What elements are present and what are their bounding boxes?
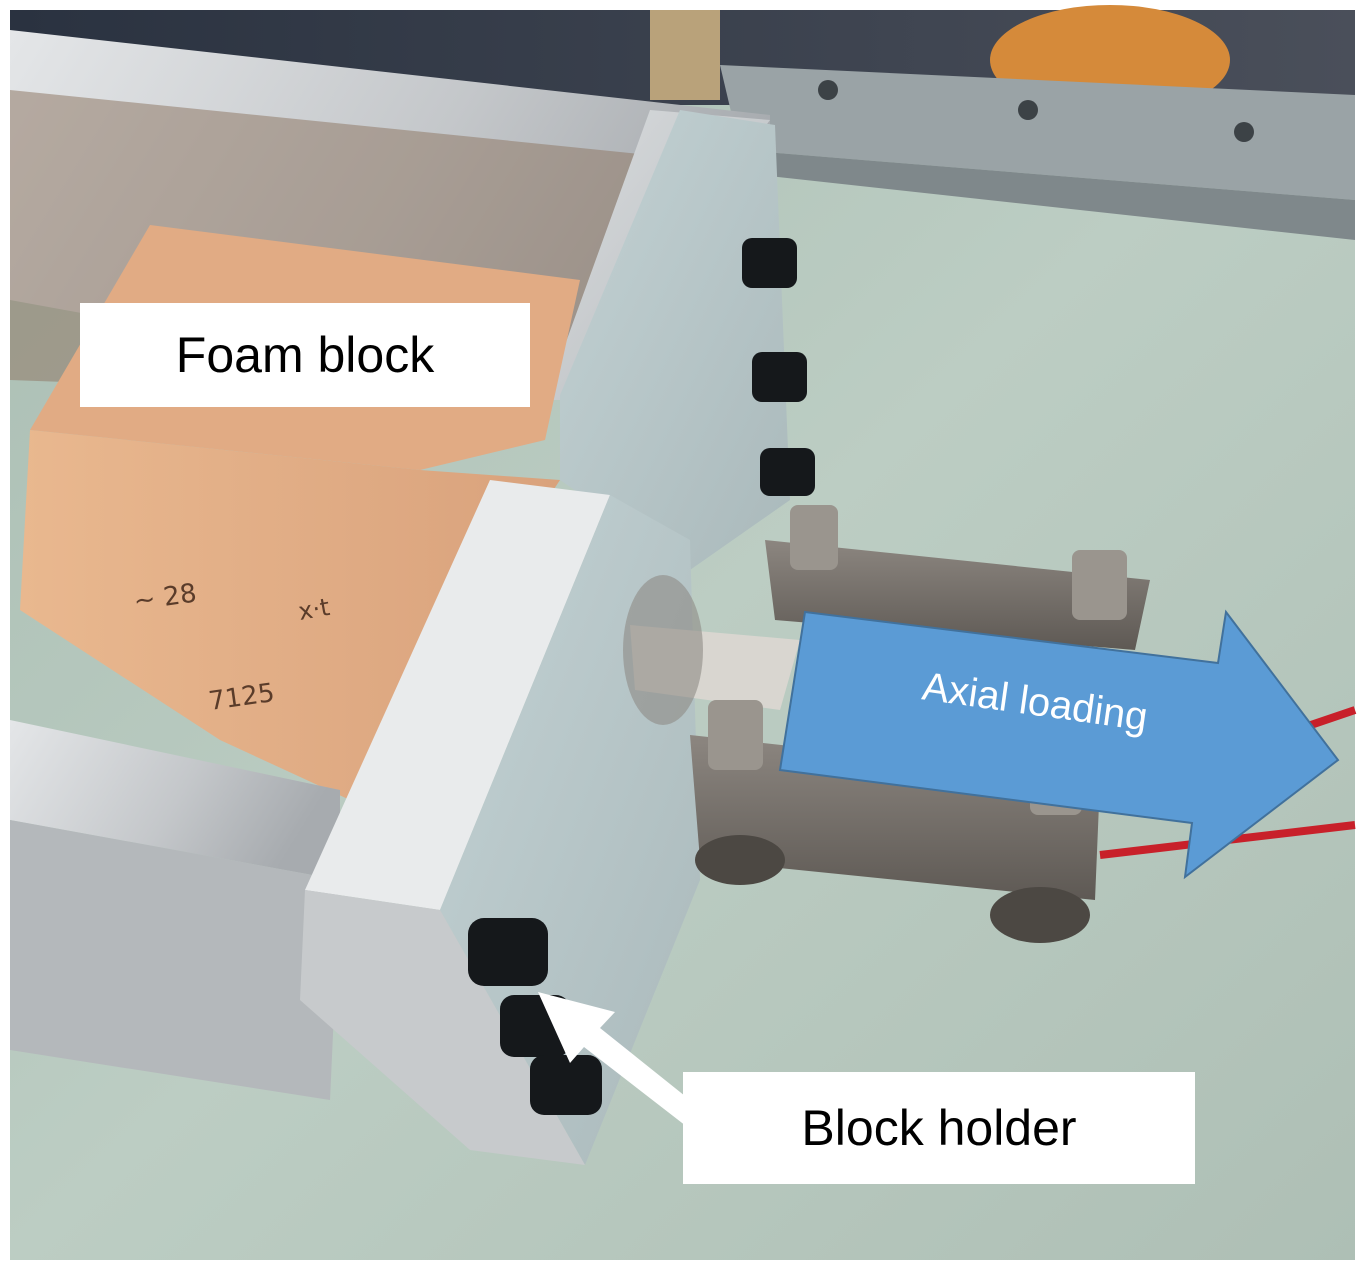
frame-lower-face — [10, 820, 340, 1100]
guide-rail — [720, 65, 1355, 200]
rail-hole — [1234, 122, 1254, 142]
foam-block-label: Foam block — [80, 303, 530, 407]
foam-handwriting: x·t — [296, 593, 332, 626]
upper-holder-face — [560, 110, 790, 570]
frame-lower-bar — [10, 720, 340, 880]
foam-block-front — [20, 430, 560, 800]
block-holder-label: Block holder — [683, 1072, 1195, 1184]
clamp-foot — [695, 835, 785, 885]
block-holder-pointer-arrow — [538, 992, 700, 1126]
axial-loading-arrow — [778, 609, 1340, 880]
block-holder-label-text: Block holder — [801, 1100, 1077, 1156]
clamp-bolt — [1072, 550, 1127, 620]
set-screw — [760, 448, 815, 496]
clamp-bolt — [790, 505, 838, 570]
rail-hole — [1018, 100, 1038, 120]
set-screw — [468, 918, 548, 986]
clamp-foot — [990, 887, 1090, 943]
rail-hole — [818, 80, 838, 100]
set-screw — [530, 1055, 602, 1115]
set-screw — [742, 238, 797, 288]
guide-rail-side — [740, 150, 1355, 240]
background-bracket — [650, 10, 720, 100]
lower-holder-edge — [305, 480, 610, 910]
clamp-bolt — [708, 700, 763, 770]
set-screw — [752, 352, 807, 402]
lower-holder-bottom — [300, 890, 585, 1165]
holder-bore — [623, 575, 703, 725]
foam-block-label-text: Foam block — [175, 327, 435, 383]
